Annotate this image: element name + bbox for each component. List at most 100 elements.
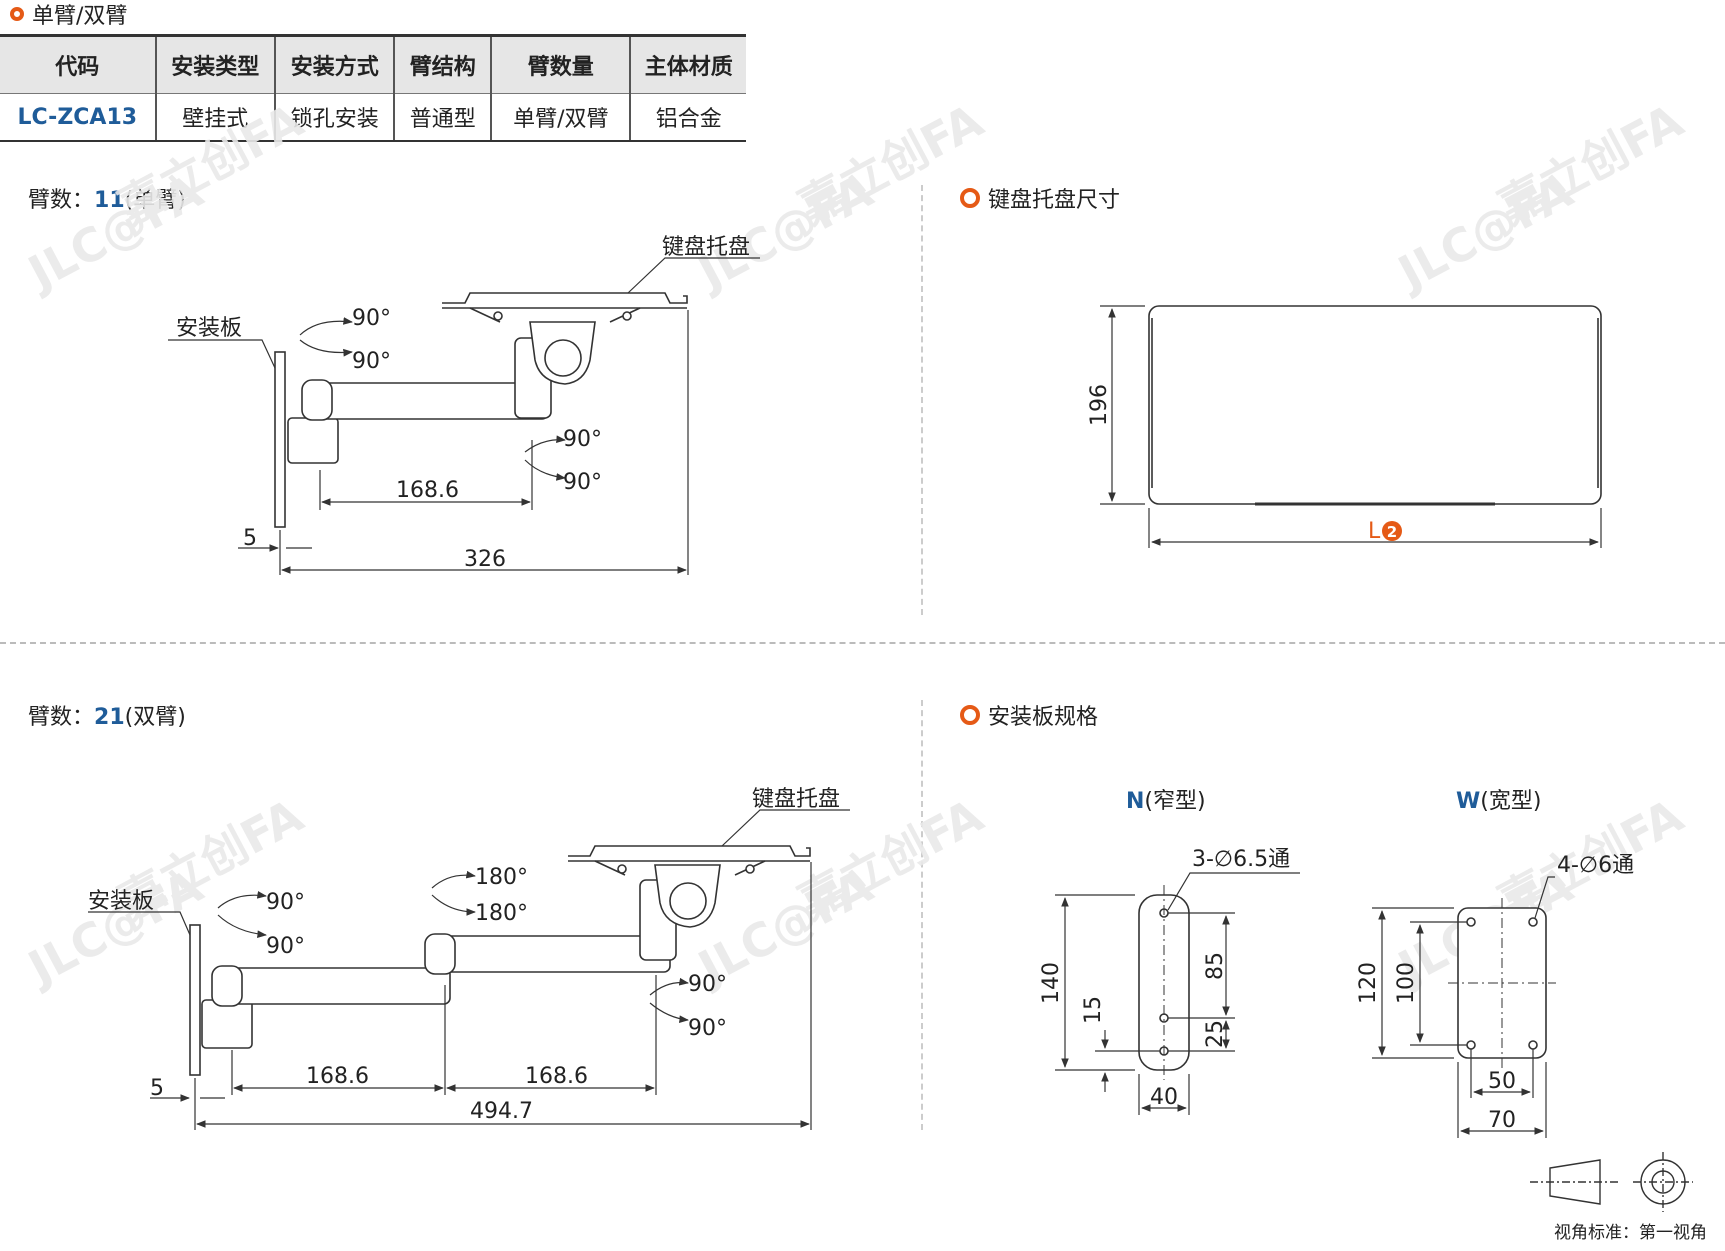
rotation-label: 180° (475, 865, 528, 890)
circle-bullet-icon (960, 188, 980, 208)
dim-narrow-height: 140 (1039, 962, 1064, 1004)
arm-joint (424, 933, 456, 975)
section-header-title: 单臂/双臂 (32, 4, 128, 29)
horizontal-divider (0, 642, 1725, 644)
tray-label: 键盘托盘 (662, 235, 750, 260)
dim-wide-height: 120 (1356, 962, 1381, 1004)
svg-text:嘉立创FA: 嘉立创FA (790, 93, 992, 235)
mount-hole (1528, 1040, 1538, 1050)
dim-arm-length: 168.6 (396, 478, 459, 503)
rotation-label: 90° (266, 934, 305, 959)
double-arm-count: 21 (94, 705, 125, 730)
circle-bullet-icon (10, 7, 24, 21)
mounting-plate (274, 351, 286, 528)
narrow-hole-spec: 3-∅6.5通 (1192, 847, 1290, 872)
narrow-plate-outline (1138, 894, 1190, 1071)
arm-base-block (201, 999, 253, 1049)
spec-table-header: 代码 安装类型 安装方式 臂结构 臂数量 主体材质 (0, 34, 746, 94)
tray-pivot (544, 339, 582, 377)
single-arm-count: 11 (94, 188, 125, 213)
dim-arm-length-1: 168.6 (306, 1064, 369, 1089)
arm-segment (429, 935, 671, 973)
rotation-label: 90° (688, 1016, 727, 1041)
rotation-label: 90° (352, 306, 391, 331)
arm-base-block (287, 417, 339, 464)
dim-narrow-small: 15 (1081, 996, 1106, 1024)
cell-code: LC-ZCA13 (0, 93, 157, 142)
cell-install-method: 锁孔安装 (275, 93, 396, 142)
cell-arm-count: 单臂/双臂 (491, 93, 632, 142)
mounting-plate (189, 924, 201, 1076)
col-header-arm-count: 臂数量 (491, 34, 632, 94)
plate-label: 安装板 (176, 316, 242, 341)
rotation-label: 90° (266, 890, 305, 915)
narrow-plate-title: N(窄型) (1126, 789, 1206, 814)
wide-plate-title: W(宽型) (1456, 789, 1542, 814)
tray-outline (1148, 305, 1602, 505)
mount-hole (1528, 917, 1538, 927)
table-row: LC-ZCA13 壁挂式 锁孔安装 普通型 单臂/双臂 铝合金 (0, 93, 746, 142)
dim-wide-width: 70 (1488, 1108, 1516, 1133)
wide-plate-drawing (1448, 898, 1556, 1068)
cell-install-type: 壁挂式 (155, 93, 277, 142)
dim-offset: 5 (150, 1076, 164, 1101)
col-header-arm-structure: 臂结构 (394, 34, 493, 94)
spec-table: 代码 安装类型 安装方式 臂结构 臂数量 主体材质 LC-ZCA13 壁挂式 锁… (0, 34, 746, 142)
tray-size-drawing (1148, 305, 1602, 506)
tray-pivot (669, 882, 707, 920)
wide-plate-labels: 4-∅6通 120 100 50 70 (1356, 853, 1634, 1133)
dim-wide-hole-x: 50 (1488, 1069, 1516, 1094)
watermark: JLC@FA 嘉立创FA JLC@FA 嘉立创FA JLC@FA 嘉立创FA J… (17, 93, 1692, 996)
wide-hole-spec: 4-∅6通 (1557, 853, 1634, 878)
keyboard-tray (442, 292, 688, 304)
rotation-label: 90° (563, 470, 602, 495)
dim-tray-height: 196 (1087, 384, 1112, 426)
cell-arm-structure: 普通型 (394, 93, 493, 142)
svg-text:嘉立创FA: 嘉立创FA (1490, 93, 1692, 235)
arm-segment (224, 967, 451, 1005)
dim-offset: 5 (243, 526, 257, 551)
arm-segment (319, 382, 549, 420)
mount-hole (1466, 1040, 1476, 1050)
double-arm-drawing (189, 845, 811, 1076)
mount-plate-title: 安装板规格 (960, 699, 1098, 731)
wide-plate-dims (1372, 876, 1555, 1138)
projection-symbol-icon (1530, 1152, 1693, 1212)
dim-total: 494.7 (470, 1099, 533, 1124)
arm-joint (301, 379, 333, 421)
dim-narrow-hole-span: 85 (1203, 952, 1228, 980)
circle-bullet-icon (960, 705, 980, 725)
mount-hole (1466, 917, 1476, 927)
single-arm-label: 臂数：11(单臂) (28, 188, 186, 213)
vertical-divider (921, 700, 923, 1130)
rotation-label: 90° (563, 427, 602, 452)
double-arm-labels: 键盘托盘 安装板 90° 90° 180° 180° 90° 90° 168.6… (88, 787, 840, 1124)
dim-narrow-bottom: 25 (1203, 1020, 1228, 1048)
rotation-label: 180° (475, 901, 528, 926)
rotation-label: 90° (352, 349, 391, 374)
plate-label: 安装板 (88, 889, 154, 914)
tray-size-title: 键盘托盘尺寸 (960, 182, 1120, 214)
single-arm-drawing (274, 292, 688, 528)
keyboard-tray (568, 845, 811, 857)
vertical-divider (921, 185, 923, 615)
col-header-install-type: 安装类型 (155, 34, 277, 94)
cell-material: 铝合金 (630, 93, 746, 142)
dim-narrow-width: 40 (1150, 1085, 1178, 1110)
view-standard-note: 视角标准：第一视角 (1554, 1223, 1707, 1243)
rotation-label: 90° (688, 972, 727, 997)
dim-wide-hole-span: 100 (1394, 962, 1419, 1004)
narrow-plate-drawing (1138, 885, 1190, 1080)
narrow-plate-labels: 3-∅6.5通 140 85 25 15 40 (1039, 847, 1290, 1110)
tray-size-labels: 196 L 2 (1087, 384, 1402, 544)
tray-size-dims (1100, 305, 1602, 548)
section-header: 单臂/双臂 (10, 0, 128, 29)
double-arm-label: 臂数：21(双臂) (28, 705, 186, 730)
narrow-plate-dims (1055, 872, 1300, 1115)
tray-label: 键盘托盘 (752, 787, 840, 812)
svg-text:嘉立创FA: 嘉立创FA (110, 93, 312, 235)
double-arm-dims (88, 809, 850, 1130)
arm-joint (211, 965, 243, 1007)
col-header-install-method: 安装方式 (275, 34, 396, 94)
